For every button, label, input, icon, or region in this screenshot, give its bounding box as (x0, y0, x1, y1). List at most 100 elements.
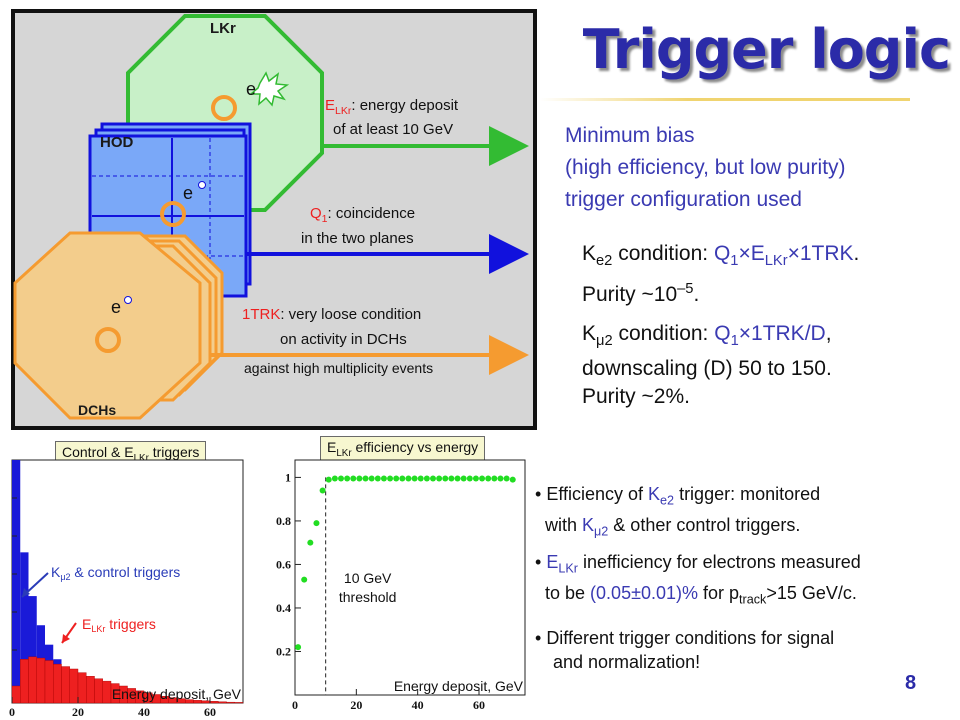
efficiency-point (430, 475, 436, 482)
x-tick-label: 40 (412, 698, 424, 712)
efficiency-point (460, 475, 467, 482)
x-tick-label: 20 (350, 698, 362, 712)
hod-electron-circle (160, 201, 186, 227)
x-tick-label: 60 (204, 705, 216, 719)
histogram-bar (44, 660, 54, 704)
efficiency-point (350, 475, 357, 482)
y-tick-label: 0.2 (276, 644, 291, 658)
efficiency-point (325, 476, 332, 483)
series-label-control: Kμ2 & control triggers (51, 564, 180, 582)
x-axis-label: Energy deposit, GeV (394, 678, 524, 694)
efficiency-point (393, 475, 400, 482)
hod-label: HOD (100, 134, 134, 151)
minimum-bias-text: Minimum bias (high efficiency, but low p… (565, 124, 846, 211)
bullet-lkr-inefficiency: • ELKr inefficiency for electrons measur… (535, 552, 861, 607)
x-axis-label: Energy deposit, GeV (112, 686, 242, 702)
efficiency-point (307, 539, 314, 546)
efficiency-point (485, 475, 492, 482)
histogram-bar (77, 672, 87, 704)
x-tick-label: 60 (473, 698, 485, 712)
chart2-frame (294, 459, 526, 696)
x-tick-label: 0 (292, 698, 298, 712)
efficiency-point (479, 475, 486, 482)
histogram-bar (20, 659, 29, 704)
efficiency-point (356, 475, 363, 482)
threshold-annotation-2: threshold (339, 589, 397, 605)
efficiency-point (387, 475, 394, 482)
dch-chamber-1 (13, 231, 202, 420)
efficiency-point (344, 475, 351, 482)
histogram-bar (28, 596, 37, 703)
threshold-annotation-1: 10 GeV (344, 570, 392, 586)
chart2-title-box: ELKr efficiency vs energy (320, 436, 486, 462)
y-tick-label: 1 (285, 470, 291, 484)
bullet-trigger-efficiency: • Efficiency of Ke2 trigger: monitored w… (535, 484, 821, 539)
histogram-bar (53, 663, 62, 704)
efficiency-point (503, 475, 510, 482)
dch-arrow-text-1: 1TRK: very loose condition (242, 306, 422, 323)
efficiency-point (491, 475, 498, 482)
efficiency-point (411, 475, 418, 482)
efficiency-point (472, 475, 479, 482)
efficiency-chart: 0.2 0.4 0.6 0.8 1 0 20 40 60 Energy deposit, GeV 1… (276, 459, 526, 712)
histogram-bar (28, 656, 37, 704)
efficiency-point (362, 475, 369, 482)
bullet-trigger-conditions: • Different trigger conditions for signa… (535, 628, 835, 672)
efficiency-point (423, 475, 430, 482)
page-title: Trigger logic (582, 18, 951, 81)
lkr-electron-circle (211, 95, 237, 121)
histogram-bar (20, 552, 29, 703)
legend-arrowhead-red (62, 634, 70, 643)
page-number: 8 (905, 672, 917, 694)
efficiency-point (405, 475, 412, 482)
legend-arrowhead-blue (22, 588, 30, 597)
efficiency-point (295, 644, 302, 651)
x-tick-label: 20 (72, 705, 84, 719)
kmu2-condition: Kμ2 condition: Q1×1TRK/D, downscaling (D… (582, 322, 832, 409)
y-tick-label: 0.8 (276, 514, 291, 528)
efficiency-point (497, 475, 504, 482)
efficiency-point (442, 475, 449, 482)
hod-arrow-text-2: in the two planes (301, 230, 414, 247)
histogram-bar (11, 685, 21, 704)
histogram-bar (61, 666, 70, 704)
efficiency-point (313, 520, 320, 527)
dch-electron-label: e (111, 297, 122, 317)
efficiency-point (331, 475, 338, 482)
efficiency-point (338, 475, 344, 482)
dch-arrow-text-2: on activity in DCHs (280, 331, 407, 348)
lkr-arrow-text-2: of at least 10 GeV (333, 121, 454, 138)
efficiency-point (368, 475, 375, 482)
y-tick-label: 0.6 (276, 557, 291, 571)
x-tick-label: 0 (9, 705, 15, 719)
lkr-arrow-text-1: ELKr: energy deposit (325, 97, 459, 117)
histogram-bar (234, 702, 244, 704)
efficiency-point (417, 475, 424, 482)
y-tick-label: 0.4 (276, 601, 291, 615)
efficiency-point (436, 475, 443, 482)
histogram-bar (94, 678, 103, 704)
histogram-bar (36, 657, 46, 704)
detector-schematic (11, 9, 537, 430)
efficiency-point (301, 576, 308, 583)
histogram-bar (102, 680, 112, 704)
efficiency-point (454, 475, 461, 482)
title-divider (540, 98, 910, 101)
dch-arrow-text-3: against high multiplicity events (244, 360, 434, 376)
efficiency-point (399, 475, 406, 482)
ke2-condition: Ke2 condition: Q1×ELKr×1TRK. Purity ~10–… (582, 242, 860, 307)
histogram-bar (86, 676, 95, 704)
hod-electron-label: e (183, 183, 194, 203)
lkr-electron-label: e (246, 79, 257, 99)
dch-electron-circle (95, 327, 121, 353)
efficiency-point (380, 475, 387, 482)
histogram-bar (12, 460, 21, 703)
histogram-bar (69, 668, 79, 704)
dch-label: DCHs (78, 402, 117, 418)
efficiency-point (466, 475, 473, 482)
efficiency-point (319, 487, 326, 494)
efficiency-point (509, 476, 516, 483)
lkr-label: LKr (210, 20, 236, 37)
lkr-shower-star (248, 71, 290, 107)
